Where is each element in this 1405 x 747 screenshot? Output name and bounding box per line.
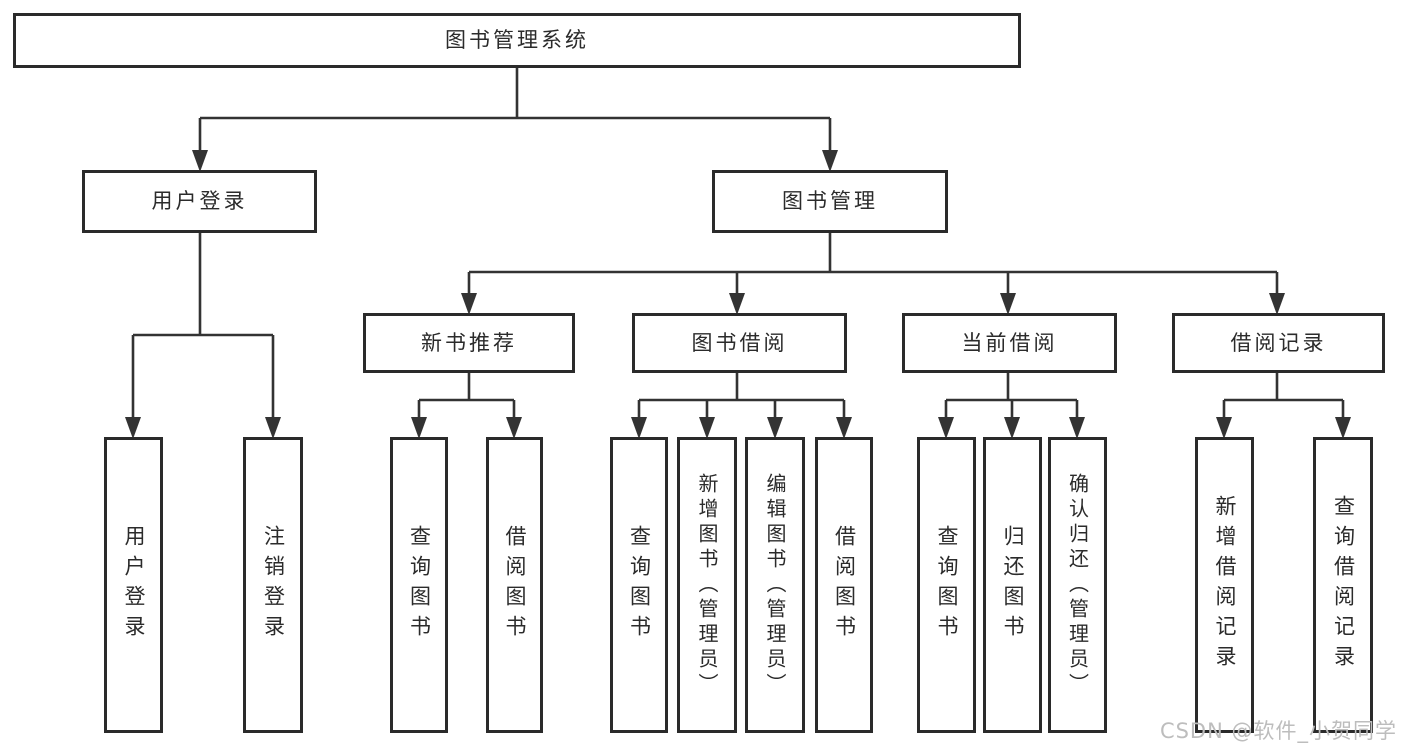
leaf-query-books-borrow: 查询图书	[610, 437, 668, 733]
leaf-logout: 注销登录	[243, 437, 303, 733]
connector-records-to-leaves	[1216, 373, 1351, 439]
node-library-management-system: 图书管理系统	[13, 13, 1021, 68]
leaf-user-login: 用户登录	[104, 437, 163, 733]
node-borrow-records: 借阅记录	[1172, 313, 1385, 373]
connector-current-to-leaves	[938, 373, 1085, 439]
leaf-add-books-admin: 新增图书（管理员）	[677, 437, 737, 733]
node-user-login: 用户登录	[82, 170, 317, 233]
connector-borrow-to-leaves	[631, 373, 852, 439]
leaf-query-borrow-record: 查询借阅记录	[1313, 437, 1373, 733]
leaf-add-borrow-record: 新增借阅记录	[1195, 437, 1254, 733]
connector-root-to-level2	[192, 68, 838, 172]
node-new-book-recommend: 新书推荐	[363, 313, 575, 373]
connector-userlogin-to-leaves	[125, 233, 281, 439]
leaf-return-books: 归还图书	[983, 437, 1042, 733]
connector-bookmgmt-to-level3	[461, 233, 1285, 315]
connector-newbook-to-leaves	[411, 373, 522, 439]
node-book-management: 图书管理	[712, 170, 948, 233]
node-book-borrow: 图书借阅	[632, 313, 847, 373]
leaf-borrow-books: 借阅图书	[815, 437, 873, 733]
leaf-borrow-books-newbook: 借阅图书	[486, 437, 543, 733]
leaf-query-books-newbook: 查询图书	[390, 437, 448, 733]
leaf-query-books-current: 查询图书	[917, 437, 976, 733]
node-current-borrow: 当前借阅	[902, 313, 1117, 373]
csdn-watermark: CSDN @软件_小贺同学	[1159, 719, 1397, 743]
leaf-edit-books-admin: 编辑图书（管理员）	[745, 437, 805, 733]
leaf-confirm-return-admin: 确认归还（管理员）	[1048, 437, 1107, 733]
